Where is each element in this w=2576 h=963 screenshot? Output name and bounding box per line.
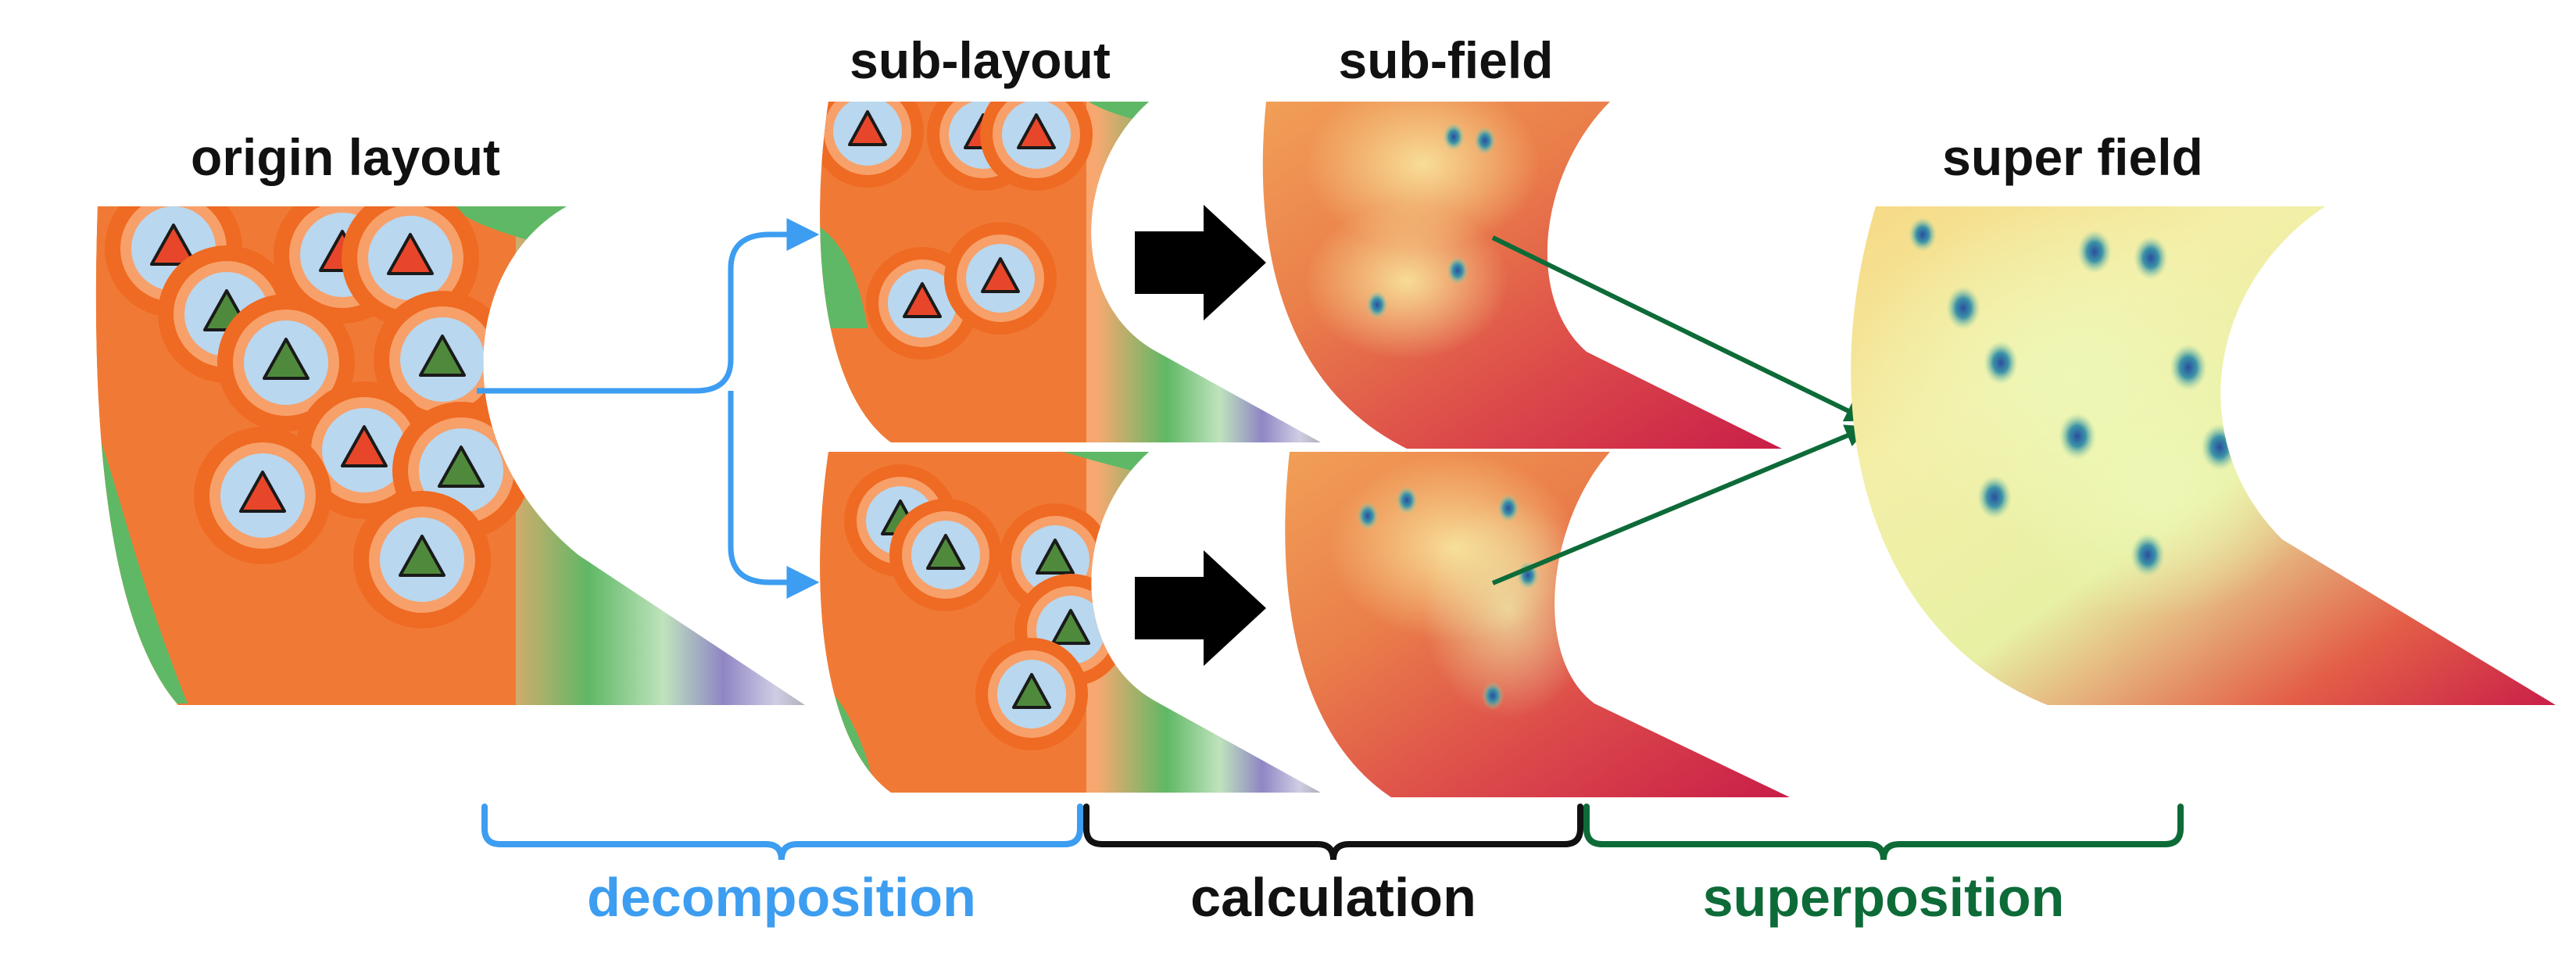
decomposition-label: decomposition [587, 867, 976, 928]
sub-field-bottom [1285, 452, 1790, 797]
sub-layout-bottom [820, 452, 1321, 793]
superposition-label: superposition [1703, 867, 2065, 928]
superposition-brace [1583, 804, 2184, 861]
decomposition-brace [481, 804, 1083, 861]
super-field-title: super field [1942, 128, 2203, 186]
sub-field-top [1262, 102, 1782, 449]
origin-layout-title: origin layout [191, 128, 500, 186]
calculation-brace [1083, 804, 1583, 861]
sub-field-title: sub-field [1339, 31, 1554, 89]
superposition-arrows [1491, 235, 1869, 585]
sub-layout-title: sub-layout [850, 31, 1111, 89]
origin-layout-panel [95, 206, 805, 705]
calculation-arrows [1135, 205, 1266, 666]
super-field-panel [1851, 206, 2556, 705]
calculation-label: calculation [1190, 867, 1476, 928]
decomposition-arrows [477, 218, 820, 599]
